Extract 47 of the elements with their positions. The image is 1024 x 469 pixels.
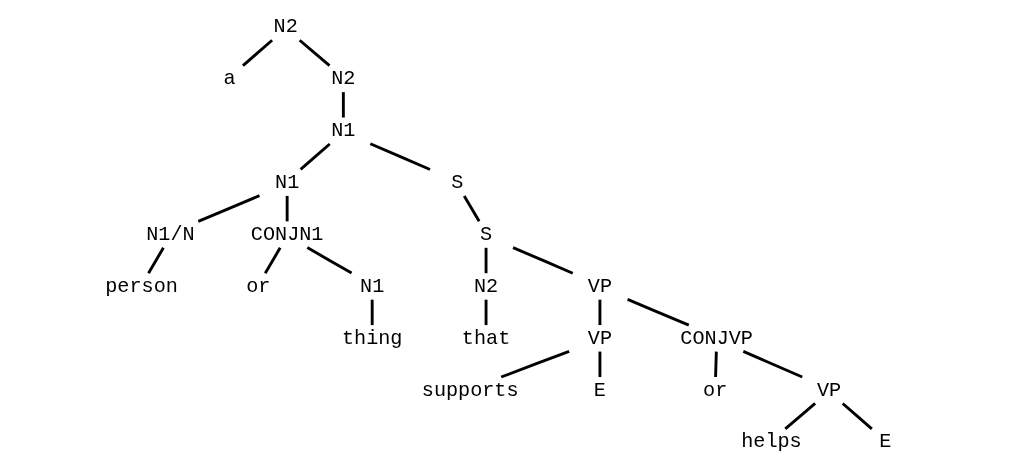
connector: [242, 39, 274, 67]
connector: [370, 299, 374, 326]
node-text: N1: [360, 274, 385, 298]
node-text: S: [480, 222, 493, 246]
node-text: CONJN1: [250, 222, 324, 246]
connector: [299, 142, 331, 171]
connector: [512, 246, 574, 275]
node-text: VP: [817, 378, 842, 402]
connector: [598, 299, 602, 326]
node-text: that: [461, 326, 511, 350]
connector: [784, 402, 817, 430]
connector: [147, 247, 165, 274]
node-text: CONJVP: [680, 326, 753, 350]
connector: [306, 246, 353, 275]
connector: [714, 351, 718, 378]
connector: [264, 247, 282, 274]
node-text: E: [879, 430, 892, 454]
node-text: N1/N: [146, 222, 195, 246]
node-text: N2: [273, 15, 298, 39]
connector: [369, 142, 431, 171]
connector: [285, 195, 289, 222]
node-text: or: [703, 378, 728, 402]
connector: [627, 298, 690, 327]
node-text: thing: [341, 326, 403, 350]
connector: [462, 195, 481, 223]
connector: [742, 350, 803, 379]
connector: [341, 92, 345, 118]
node-text: VP: [587, 274, 613, 298]
node-text: N2: [473, 274, 499, 298]
node-text: a: [223, 67, 236, 91]
node-text: person: [105, 274, 178, 298]
connector: [484, 247, 488, 274]
connector: [298, 39, 331, 67]
node-text: S: [451, 170, 464, 194]
node-text: N1: [331, 119, 356, 143]
node-text: helps: [741, 430, 802, 454]
node-text: or: [246, 274, 271, 298]
connector: [197, 194, 261, 223]
connector: [484, 299, 488, 326]
connector: [841, 402, 873, 430]
node-text: N1: [275, 170, 300, 194]
node-text: supports: [421, 378, 519, 402]
node-text: N2: [331, 67, 356, 91]
connector: [598, 351, 602, 377]
node-text: VP: [587, 326, 613, 350]
node-text: E: [593, 378, 606, 402]
connector: [500, 350, 570, 379]
